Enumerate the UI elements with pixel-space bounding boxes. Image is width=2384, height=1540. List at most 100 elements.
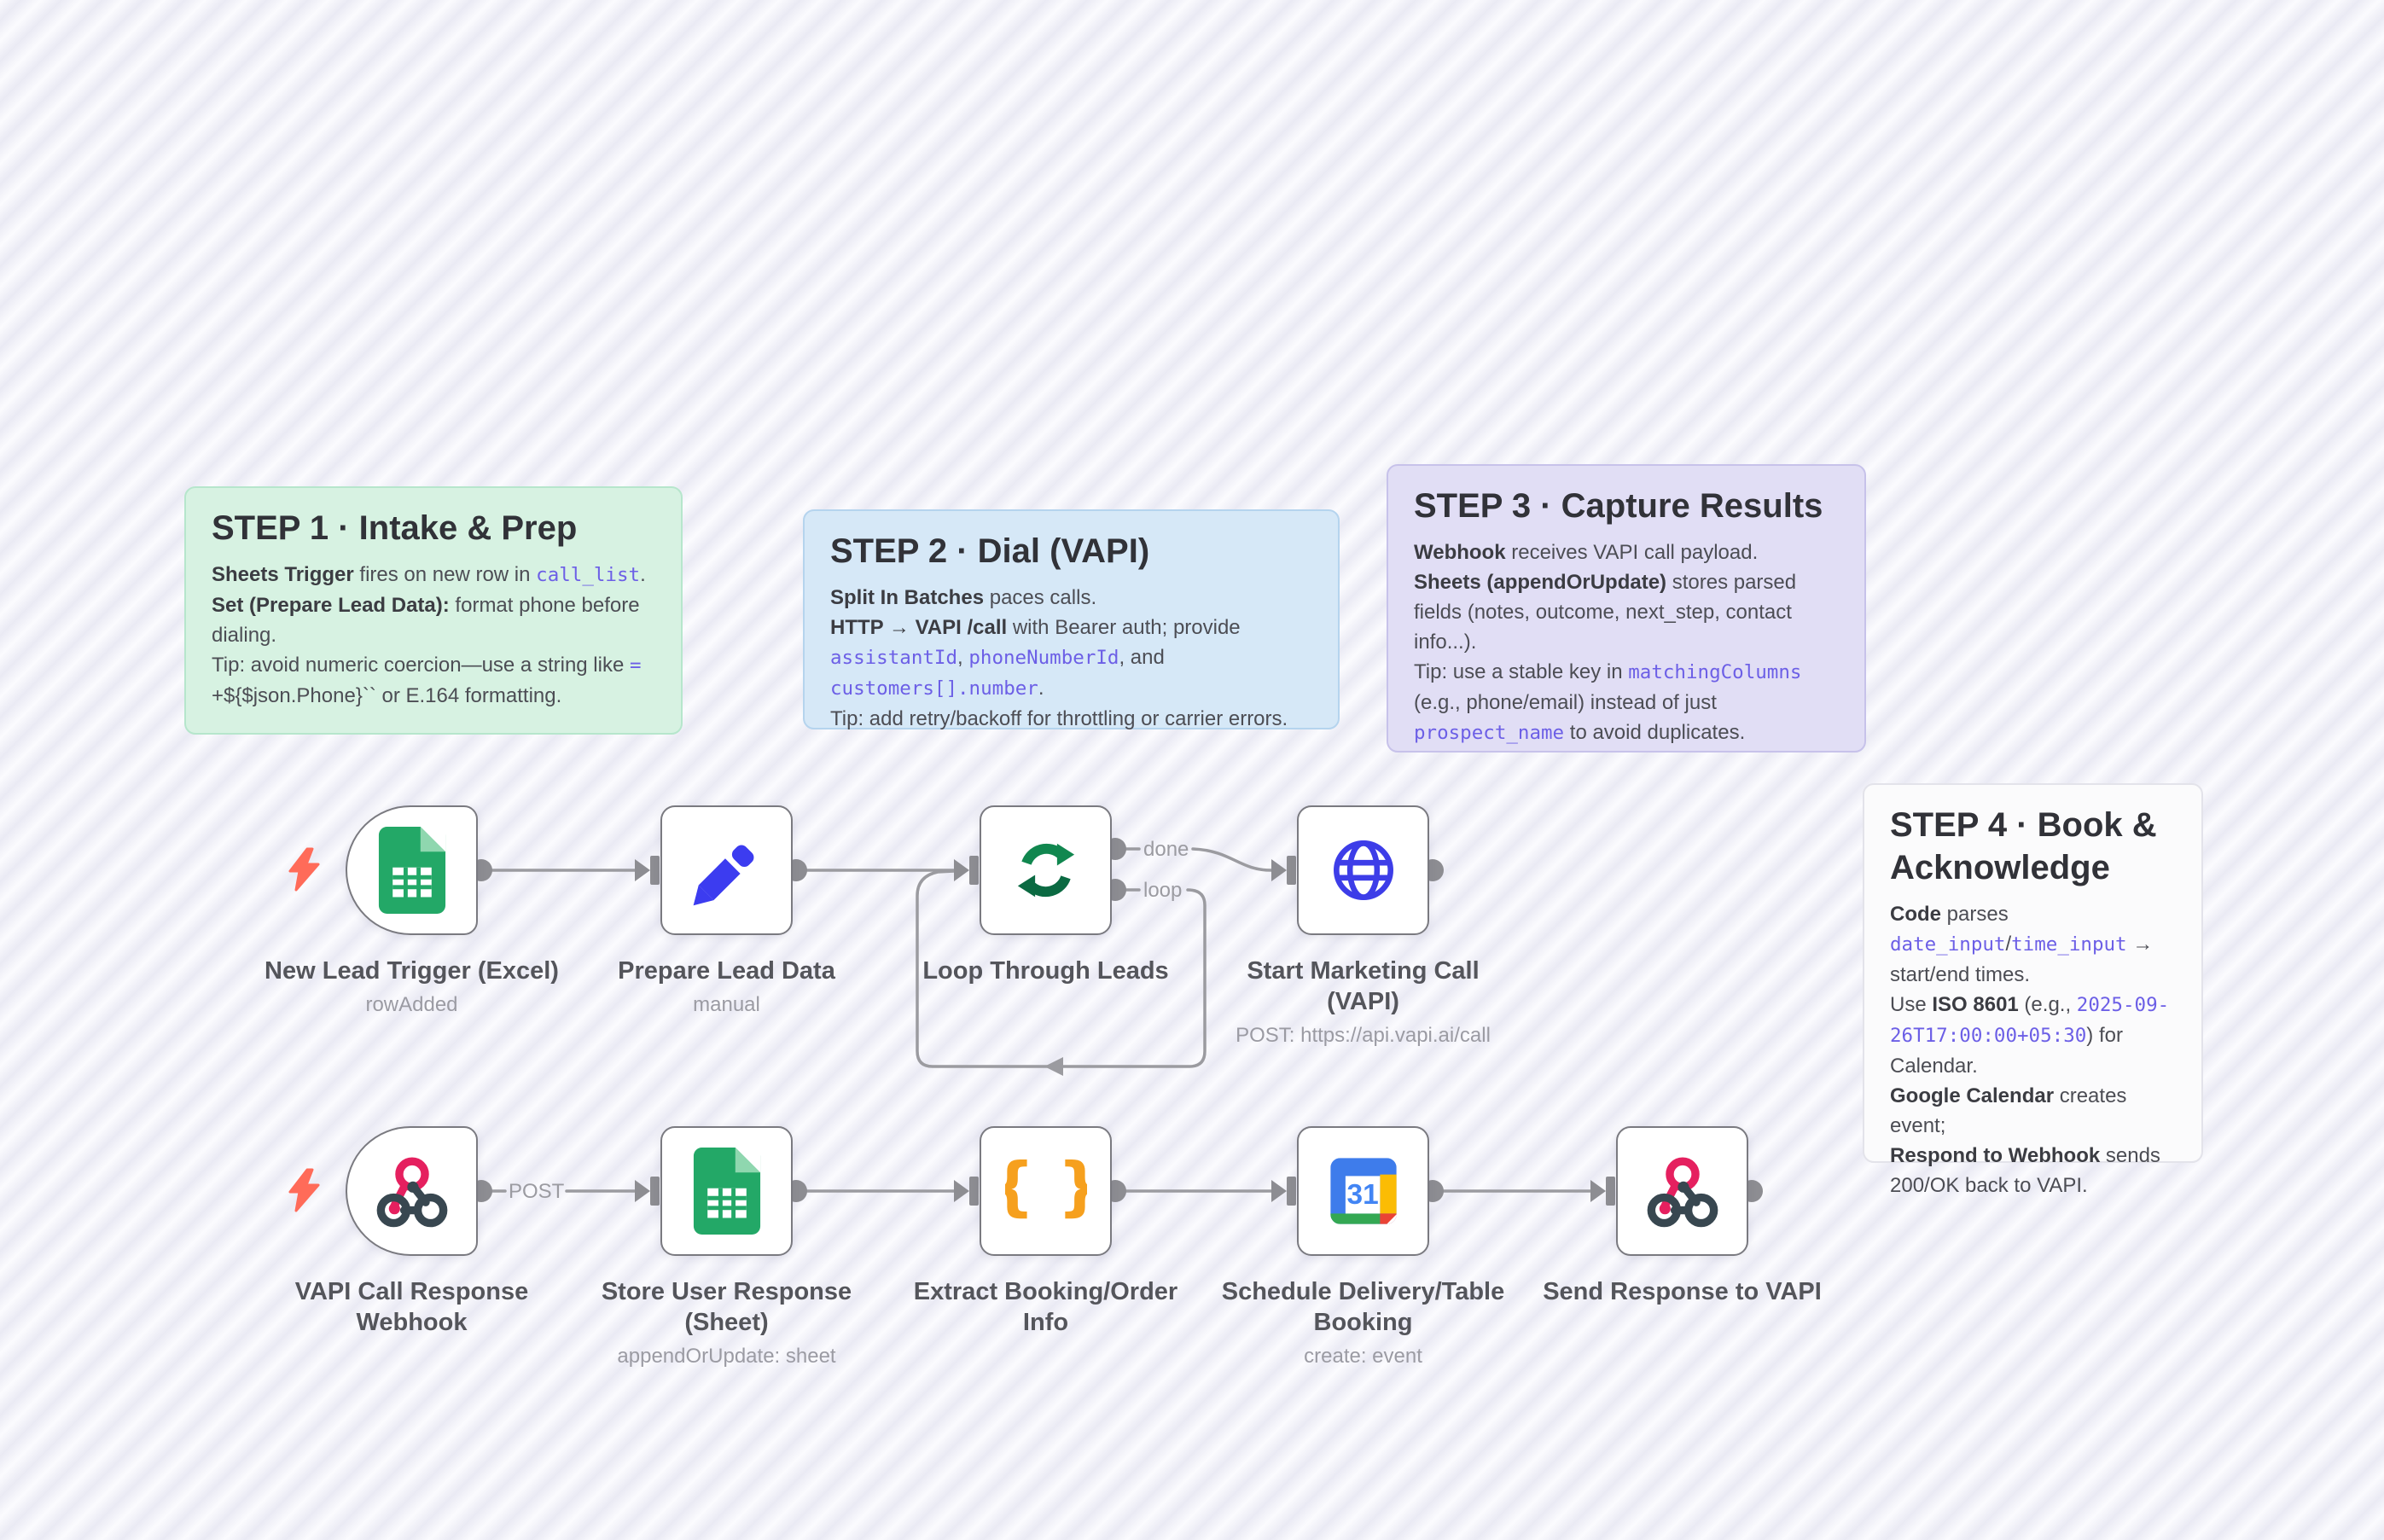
text: . [640, 563, 646, 586]
note-text-line: +${$json.Phone}`` or E.164 formatting. [212, 681, 655, 711]
input-port[interactable] [635, 856, 660, 885]
bold-text: Set (Prepare Lead Data): [212, 594, 450, 617]
step-2-note[interactable]: STEP 2 · Dial (VAPI)Split In Batches pac… [803, 509, 1340, 730]
node-label-line: Booking [1313, 1309, 1413, 1336]
text: fields (notes, outcome, next_step, conta… [1414, 601, 1792, 624]
text: Tip: use a stable key in [1414, 660, 1629, 683]
inline-code: = [629, 654, 642, 677]
wire-done-to-vapi-call[interactable] [1191, 847, 1273, 872]
note-text-line: 200/OK back to VAPI. [1890, 1171, 2176, 1200]
note-text-line: Webhook receives VAPI call payload. [1414, 538, 1839, 567]
text: sends [2100, 1144, 2160, 1167]
node-label-line: Info [1022, 1309, 1069, 1336]
inline-code: call_list [536, 564, 641, 586]
note-text-line: HTTP → VAPI /call with Bearer auth; prov… [830, 613, 1312, 642]
node-sublabel: manual [693, 993, 760, 1016]
node-label: Send Response to VAPI [1444, 1276, 1922, 1307]
note-text-line: Tip: add retry/backoff for throttling or… [830, 704, 1312, 734]
text: receives VAPI call payload. [1505, 541, 1759, 564]
text: (e.g., [2018, 993, 2077, 1016]
bold-text: Respond to Webhook [1890, 1144, 2101, 1167]
note-text-line: Tip: use a stable key in matchingColumns [1414, 657, 1839, 688]
google-calendar-icon: 31 [1326, 1154, 1401, 1229]
loop-direction-arrow-icon [1044, 1057, 1063, 1076]
text: to avoid duplicates. [1564, 721, 1746, 744]
globe-icon [1326, 833, 1401, 908]
inline-code: 2025-09- [2076, 994, 2170, 1016]
extract-booking-info-node[interactable]: { } [980, 1126, 1112, 1256]
start-marketing-call-node[interactable] [1297, 805, 1429, 935]
bold-text: Code [1890, 903, 1941, 926]
webhook-icon [1643, 1151, 1723, 1231]
svg-text:31: 31 [1346, 1179, 1378, 1211]
send-response-to-vapi-node[interactable] [1616, 1126, 1748, 1256]
note-text-line: Google Calendar creates event; [1890, 1081, 2176, 1141]
node-sublabel: appendOrUpdate: sheet [617, 1345, 836, 1368]
input-port[interactable] [1271, 1177, 1296, 1206]
note-title-line: STEP 3 · Capture Results [1414, 487, 1823, 525]
input-port[interactable] [1271, 856, 1296, 885]
trigger-lightning-icon [284, 1168, 323, 1217]
node-label-line: Start Marketing Call [1247, 957, 1480, 985]
note-text-line: assistantId, phoneNumberId, and [830, 642, 1312, 673]
node-label-line: New Lead Trigger (Excel) [265, 957, 559, 985]
text: start/end times. [1890, 963, 2031, 986]
node-label-line: (Sheet) [684, 1309, 769, 1336]
note-text-line: Set (Prepare Lead Data): format phone be… [212, 590, 655, 620]
loop-through-leads-node[interactable] [980, 805, 1112, 935]
wire-loop-back[interactable] [916, 869, 1207, 1068]
bold-text: Google Calendar [1890, 1084, 2055, 1107]
inline-code: time_input [2011, 933, 2127, 956]
node-label-line: Prepare Lead Data [618, 957, 835, 985]
note-text-line: customers[].number. [830, 673, 1312, 704]
input-port[interactable] [954, 856, 979, 885]
text: , and [1119, 646, 1165, 669]
schedule-booking-node[interactable]: 31 [1297, 1126, 1429, 1256]
vapi-call-response-webhook-node[interactable] [346, 1126, 478, 1256]
inline-code: 26T17:00:00+05:30 [1890, 1025, 2087, 1047]
bold-text: Sheets (appendOrUpdate) [1414, 571, 1667, 594]
text: , [957, 646, 969, 669]
text: info...). [1414, 631, 1477, 654]
node-label: Store User Response (Sheet) appendOrUpdate… [488, 1276, 966, 1369]
prepare-lead-data-node[interactable] [660, 805, 793, 935]
note-text-line: 26T17:00:00+05:30) for [1890, 1020, 2176, 1051]
node-label-line: Store User Response [601, 1278, 852, 1305]
inline-code: phoneNumberId [968, 647, 1119, 669]
webhook-icon [372, 1151, 452, 1231]
svg-text:{ }: { } [1005, 1150, 1087, 1223]
node-label-line: Webhook [356, 1309, 468, 1336]
bold-text: Webhook [1414, 541, 1506, 564]
text: / [2005, 933, 2012, 956]
inline-code: assistantId [830, 647, 958, 669]
note-text-line: Tip: avoid numeric coercion—use a string… [212, 650, 655, 681]
text: ) for [2086, 1024, 2123, 1047]
post-output-label: POST [509, 1180, 565, 1203]
text: . [1038, 677, 1044, 700]
note-text-line: prospect_name to avoid duplicates. [1414, 718, 1839, 748]
input-port[interactable] [1590, 1177, 1615, 1206]
input-port[interactable] [954, 1177, 979, 1206]
inline-code: date_input [1890, 933, 2006, 956]
bold-text: ISO 8601 [1932, 993, 2019, 1016]
note-title: STEP 4 · Book &Acknowledge [1890, 804, 2176, 889]
text: Use [1890, 993, 1933, 1016]
input-port[interactable] [635, 1177, 660, 1206]
node-label: New Lead Trigger (Excel)rowAdded [173, 956, 651, 1018]
note-title-line: STEP 1 · Intake & Prep [212, 509, 578, 547]
node-label: Loop Through Leads [807, 956, 1285, 986]
text: stores parsed [1666, 571, 1797, 594]
new-lead-trigger-node[interactable] [346, 805, 478, 935]
note-text-line: fields (notes, outcome, next_step, conta… [1414, 597, 1839, 627]
note-text-line: Code parses [1890, 899, 2176, 929]
loop-output-label: loop [1143, 879, 1182, 902]
store-user-response-node[interactable] [660, 1126, 793, 1256]
note-text-line: Sheets (appendOrUpdate) stores parsed [1414, 567, 1839, 597]
